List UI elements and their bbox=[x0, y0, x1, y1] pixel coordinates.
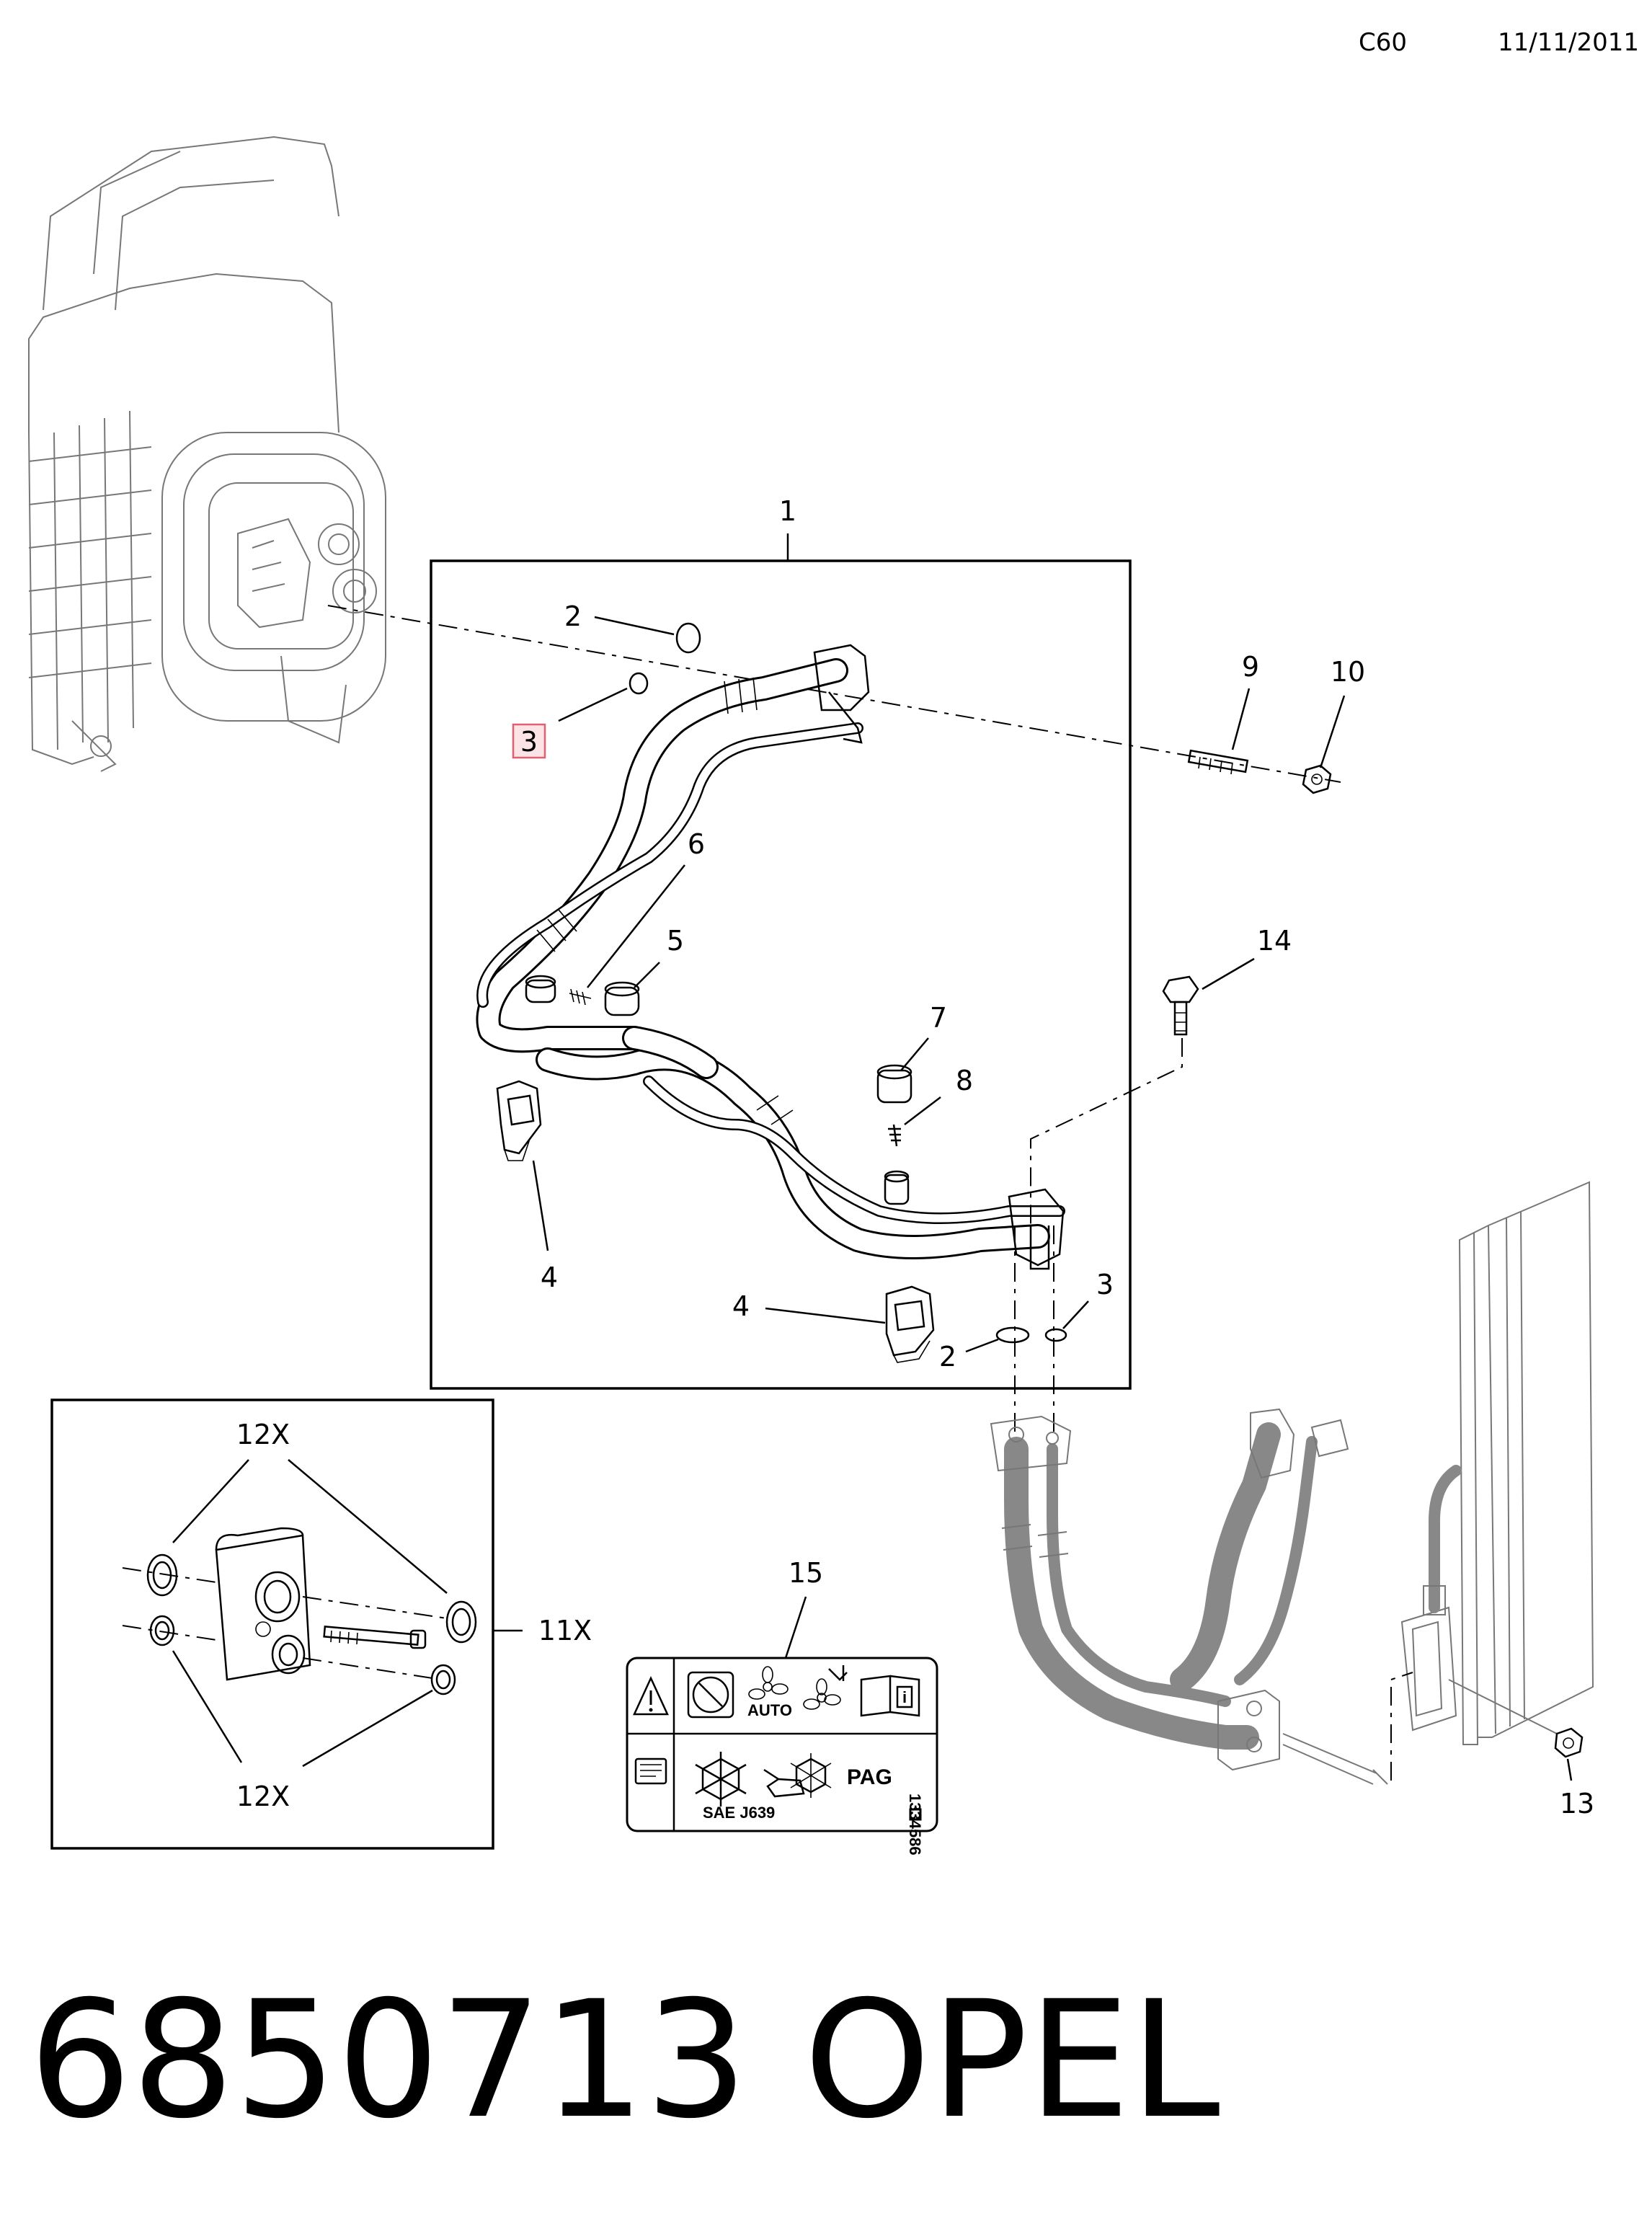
valve-core-6 bbox=[569, 988, 592, 1006]
fan-icon bbox=[748, 1666, 789, 1700]
leader-5 bbox=[634, 962, 660, 988]
sae-text: SAE J639 bbox=[703, 1804, 775, 1822]
expansion-valve-body bbox=[215, 1527, 311, 1681]
service-port bbox=[884, 1170, 910, 1205]
callout-9: 9 bbox=[1242, 651, 1259, 683]
condenser-drawing bbox=[1400, 1181, 1594, 1745]
callout-11x: 11X bbox=[538, 1615, 592, 1646]
label-code-text: 1334586 bbox=[906, 1794, 924, 1856]
dashed-line-condenser bbox=[1390, 1672, 1413, 1781]
leader-6 bbox=[587, 864, 685, 988]
seal-ring-1 bbox=[146, 1553, 178, 1597]
stud-9 bbox=[1187, 749, 1249, 775]
dashed-alignment-line-1 bbox=[327, 605, 1341, 783]
service-fan-icon bbox=[803, 1665, 848, 1710]
part-number: 6850713 bbox=[29, 1966, 748, 2154]
hvac-module-drawing bbox=[28, 136, 386, 772]
callout-2-top: 2 bbox=[564, 600, 582, 632]
valve-core-8 bbox=[888, 1124, 901, 1147]
callout-4-bottom: 4 bbox=[732, 1290, 750, 1322]
cap-6 bbox=[525, 975, 556, 1003]
leader-12x-top-b bbox=[288, 1459, 448, 1594]
leader-12x-bottom-a bbox=[172, 1650, 243, 1763]
callout-2-bottom: 2 bbox=[939, 1341, 956, 1373]
o-ring-3-top bbox=[629, 672, 649, 695]
o-ring-3-bottom bbox=[1044, 1328, 1067, 1342]
callout-15: 15 bbox=[789, 1557, 823, 1589]
leader-4-left bbox=[532, 1160, 549, 1251]
o-ring-2-top bbox=[675, 622, 701, 654]
svg-text:i: i bbox=[902, 1688, 907, 1706]
cap-7 bbox=[876, 1064, 912, 1104]
leader-4-bottom bbox=[765, 1307, 886, 1324]
valve-bolt bbox=[323, 1626, 427, 1649]
nut-13 bbox=[1554, 1727, 1584, 1758]
page-date: 11/11/2011 bbox=[1498, 28, 1639, 57]
o-ring-2-bottom bbox=[995, 1326, 1030, 1344]
callout-12x-bottom: 12X bbox=[236, 1781, 290, 1812]
leader-12x-bottom-b bbox=[302, 1689, 433, 1768]
callout-10: 10 bbox=[1331, 656, 1365, 688]
clip-4-left bbox=[496, 1080, 542, 1161]
seal-ring-4-inner bbox=[435, 1670, 451, 1690]
auto-text: AUTO bbox=[747, 1701, 792, 1719]
callout-1: 1 bbox=[779, 495, 796, 527]
service-manual-icon bbox=[634, 1757, 667, 1785]
ac-info-label: AUTO i PAG 1334586 S bbox=[626, 1657, 938, 1856]
warning-icon bbox=[633, 1676, 669, 1716]
seal-ring-3 bbox=[445, 1600, 477, 1644]
bolt-14 bbox=[1162, 975, 1199, 1036]
hose-assembly-box bbox=[430, 559, 1132, 1390]
highlight-box-3 bbox=[512, 723, 546, 759]
callout-4-left: 4 bbox=[541, 1262, 558, 1293]
callout-13: 13 bbox=[1560, 1788, 1594, 1819]
expansion-valve-box bbox=[50, 1398, 494, 1850]
callout-12x-top: 12X bbox=[236, 1419, 290, 1450]
dashed-line-bolt-14 bbox=[1030, 1038, 1183, 1225]
leader-10 bbox=[1319, 695, 1346, 768]
callout-3-bottom: 3 bbox=[1096, 1269, 1114, 1300]
dashed-valve-lines bbox=[122, 1567, 448, 1679]
pag-text: PAG bbox=[847, 1765, 892, 1789]
page-code: C60 bbox=[1359, 28, 1407, 57]
callout-6: 6 bbox=[688, 828, 705, 860]
callout-8: 8 bbox=[956, 1065, 973, 1096]
leader-3-bottom bbox=[1062, 1300, 1089, 1329]
seal-ring-2 bbox=[149, 1615, 175, 1646]
leader-2-bottom bbox=[965, 1338, 999, 1353]
callout-5: 5 bbox=[667, 925, 684, 957]
leader-9 bbox=[1231, 688, 1251, 750]
leader-12x-top-a bbox=[172, 1459, 249, 1543]
leader-13 bbox=[1566, 1758, 1573, 1781]
clip-4-bottom bbox=[885, 1285, 935, 1363]
callout-7: 7 bbox=[930, 1002, 947, 1034]
leader-3-top bbox=[558, 687, 628, 722]
ac-hose-assembly bbox=[476, 644, 1065, 1270]
cap-5 bbox=[604, 981, 640, 1016]
seal-ring-4 bbox=[430, 1664, 456, 1695]
manual-icon: i bbox=[860, 1675, 920, 1717]
leader-8 bbox=[904, 1096, 941, 1125]
nut-10 bbox=[1302, 764, 1332, 794]
brand-name: OPEL bbox=[804, 1966, 1220, 2154]
condenser-hoses-drawing bbox=[990, 1408, 1388, 1785]
leader-15 bbox=[784, 1596, 807, 1659]
callout-14: 14 bbox=[1257, 925, 1292, 957]
leader-2-top bbox=[594, 616, 675, 636]
seal-ring-2-inner bbox=[154, 1621, 170, 1641]
oil-can-icon bbox=[763, 1753, 832, 1798]
no-open-flame-icon bbox=[687, 1671, 734, 1719]
seal-ring-3-inner bbox=[451, 1608, 471, 1636]
leader-14 bbox=[1202, 957, 1255, 990]
refrigerant-icon bbox=[695, 1752, 747, 1806]
leader-7 bbox=[900, 1037, 929, 1071]
callout-3-highlight: 3 bbox=[520, 726, 538, 758]
